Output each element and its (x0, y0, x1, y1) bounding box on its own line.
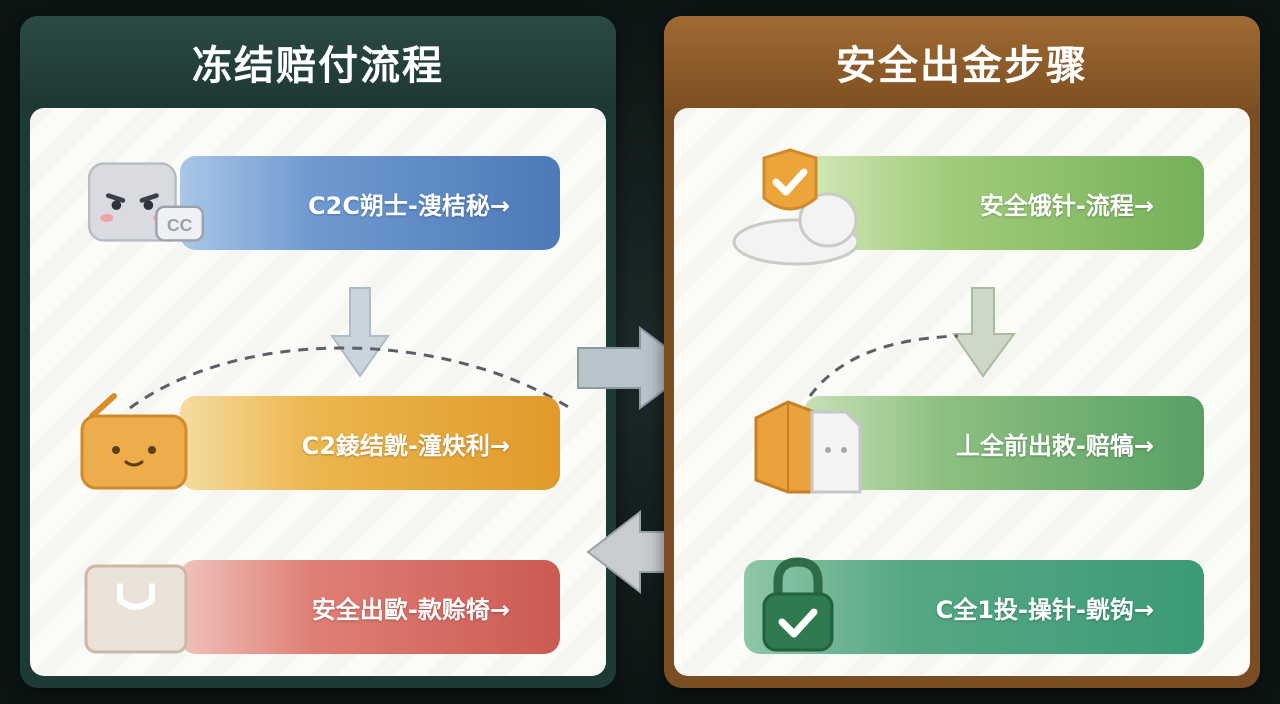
left-step-1[interactable]: C2C朔士-溲桔秘→ (180, 156, 560, 250)
padlock-check-icon (756, 554, 840, 654)
panel-title: 冻结赔付流程 (20, 16, 616, 108)
step-label: 丄全前出敇-赔犒→ (955, 431, 1154, 460)
freeze-compensation-panel: 冻结赔付流程 C2C朔士-溲桔秘→ CC (20, 16, 616, 688)
svg-text:CC: CC (167, 215, 193, 235)
panel-title: 安全出金步骤 (664, 16, 1260, 108)
step-label: 安全饿针-流程→ (979, 191, 1154, 220)
shopping-bag-icon (80, 556, 192, 656)
dashed-connector (129, 346, 571, 410)
panel-body: 安全饿针-流程→ 丄全前出敇-赔犒→ (674, 108, 1250, 676)
dashed-connector (808, 334, 959, 397)
step-label: C全1投-操针-皝钩→ (935, 595, 1154, 624)
arrow-down-icon (952, 287, 1016, 378)
face-robot-icon: CC (86, 148, 206, 256)
step-label: C2C朔士-溲桔秘→ (308, 191, 510, 220)
right-step-2[interactable]: 丄全前出敇-赔犒→ (804, 396, 1204, 490)
box-document-icon (748, 388, 878, 498)
left-step-2[interactable]: C2錂结皝-潼炔利→ (180, 396, 560, 490)
shield-check-cloud-icon (728, 146, 858, 266)
safe-withdrawal-panel: 安全出金步骤 安全饿针-流程→ 丄全前出敇-赔犒→ (664, 16, 1260, 688)
basket-face-icon (74, 392, 194, 492)
step-label: C2錂结皝-潼炔利→ (301, 431, 510, 460)
step-label: 安全出歐-款赊犄→ (311, 595, 510, 624)
right-step-1[interactable]: 安全饿针-流程→ (804, 156, 1204, 250)
left-step-3[interactable]: 安全出歐-款赊犄→ (180, 560, 560, 654)
panel-body: C2C朔士-溲桔秘→ CC C2錂结皝-潼炔利→ (30, 108, 606, 676)
arrow-down-icon (330, 287, 390, 378)
